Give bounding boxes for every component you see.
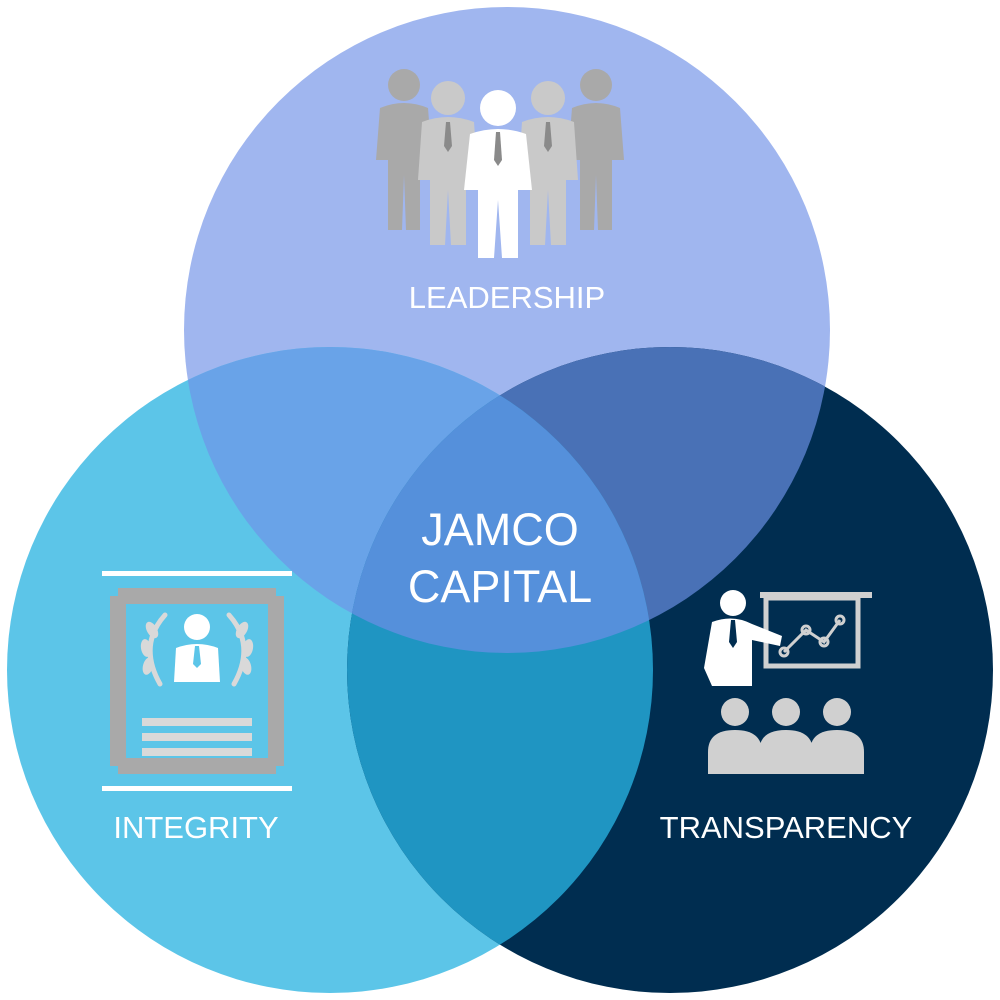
overlap-center bbox=[347, 347, 653, 653]
integrity-label: INTEGRITY bbox=[113, 810, 278, 845]
leadership-label: LEADERSHIP bbox=[409, 280, 605, 315]
transparency-label: TRANSPARENCY bbox=[660, 810, 913, 845]
center-label-line2: CAPITAL bbox=[408, 561, 592, 612]
center-label-line1: JAMCO bbox=[421, 504, 579, 555]
team-icon bbox=[376, 69, 624, 258]
presentation-icon bbox=[704, 590, 872, 774]
certificate-icon bbox=[102, 571, 292, 791]
